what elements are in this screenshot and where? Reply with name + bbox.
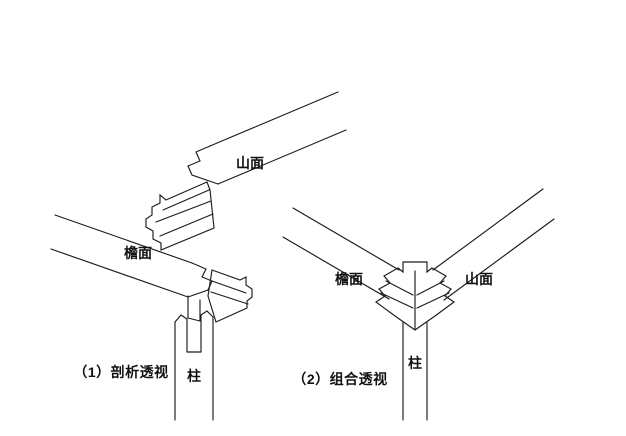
column-left-prong-tip: [174, 314, 188, 323]
caption-left-view: （1）剖析透视: [73, 364, 168, 380]
caption-right-view: （2）组合透视: [292, 371, 387, 387]
gable-beam-top-edge: [209, 91, 339, 147]
eave-beam-left-view: [50, 214, 213, 298]
joint-tenon-pin: [187, 295, 201, 322]
column-right-view: [402, 321, 428, 421]
gable-beam-bottom-edge: [217, 129, 347, 185]
joint-block-upper-outline: [145, 181, 215, 251]
label-gable-side-left: 山面: [236, 155, 264, 171]
corner-block-right-molding-1: [416, 280, 445, 296]
eave-beam-bottom-edge: [50, 248, 189, 298]
corner-block-outline: [374, 261, 456, 331]
corner-block-left-molding-1: [385, 280, 414, 296]
eave-beam-right-view: [282, 207, 400, 300]
joint-block-lower-molding-1: [211, 280, 247, 294]
corner-block-left-molding-2: [380, 292, 414, 309]
gable-beam-bottom-edge-assembled: [443, 218, 555, 301]
joint-block-lower-molding-2: [210, 291, 249, 305]
corner-block-right-molding-2: [416, 292, 450, 309]
eave-beam-bottom-edge-assembled: [282, 236, 390, 300]
gable-beam-top-edge-assembled: [432, 188, 544, 271]
eave-beam-top-edge-assembled: [292, 207, 400, 271]
column-left-view: [174, 310, 214, 421]
label-column-left: 柱: [187, 368, 201, 384]
right-view: 檐面 山面 柱 （2）组合透视: [282, 188, 555, 421]
joint-block-upper: [145, 181, 215, 251]
left-view: 山面 檐面 柱 （1）剖析透视: [50, 91, 347, 421]
joint-block-lower-outline: [207, 269, 253, 323]
column-right-prong-tip: [200, 310, 214, 318]
corner-joint-block: [374, 261, 456, 331]
gable-beam-tenon-end: [187, 145, 219, 185]
eave-beam-tenon-end: [187, 262, 213, 298]
label-column-right: 柱: [408, 355, 422, 371]
eave-beam-top-edge: [54, 214, 193, 264]
label-eave-side-right: 檐面: [335, 271, 363, 287]
label-eave-side-left: 檐面: [124, 245, 152, 261]
joint-block-upper-molding-2: [155, 200, 212, 223]
joint-block-upper-molding-1: [162, 189, 210, 211]
gable-beam-left-view: [187, 91, 347, 185]
label-gable-side-right: 山面: [465, 271, 493, 287]
joint-block-lower: [187, 269, 253, 323]
joint-block-upper-molding-3: [159, 213, 214, 237]
gable-beam-right-view: [432, 188, 555, 301]
